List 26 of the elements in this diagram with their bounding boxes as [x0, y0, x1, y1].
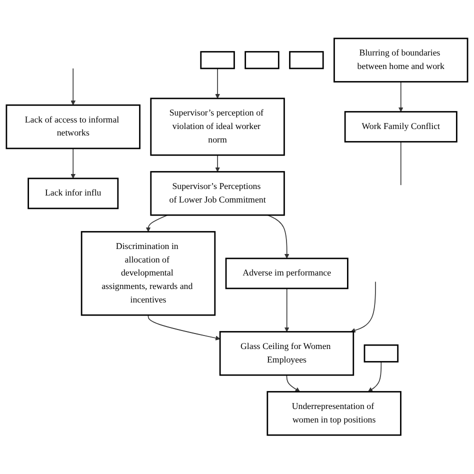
process-box: Discrimination in allocation of developmental assignments, rewards and incentives: [80, 231, 216, 316]
process-box: Lack infor influ: [28, 178, 119, 210]
arrow: [267, 214, 290, 259]
arrow: [215, 154, 220, 172]
process-box: [364, 344, 399, 363]
arrow: [398, 82, 404, 112]
process-box: Adverse im performance: [225, 258, 348, 290]
arrow: [350, 282, 376, 333]
process-box: Blurring of boundaries between home and work: [334, 38, 468, 83]
arrow: [215, 68, 220, 99]
process-box: Underrepresentation of women in top positions: [266, 391, 402, 436]
arrow: [286, 374, 300, 392]
arrow: [70, 68, 76, 106]
arrow: [146, 214, 168, 232]
arrow: [70, 148, 76, 179]
arrow: [368, 362, 382, 392]
process-box: Lack of access to informal networks: [6, 104, 140, 150]
process-box: Supervisor’s Perceptions of Lower Job Commitment: [150, 171, 285, 216]
process-box: [289, 51, 324, 70]
process-box: [244, 51, 280, 70]
arrow: [148, 314, 220, 341]
process-box: Supervisor’s perception of violation of ideal worker norm: [150, 98, 285, 156]
process-box: [200, 51, 235, 70]
process-box: Glass Ceiling for Women Employees: [219, 331, 354, 376]
arrow: [284, 288, 290, 332]
process-box: Work Family Conflict: [344, 111, 458, 143]
